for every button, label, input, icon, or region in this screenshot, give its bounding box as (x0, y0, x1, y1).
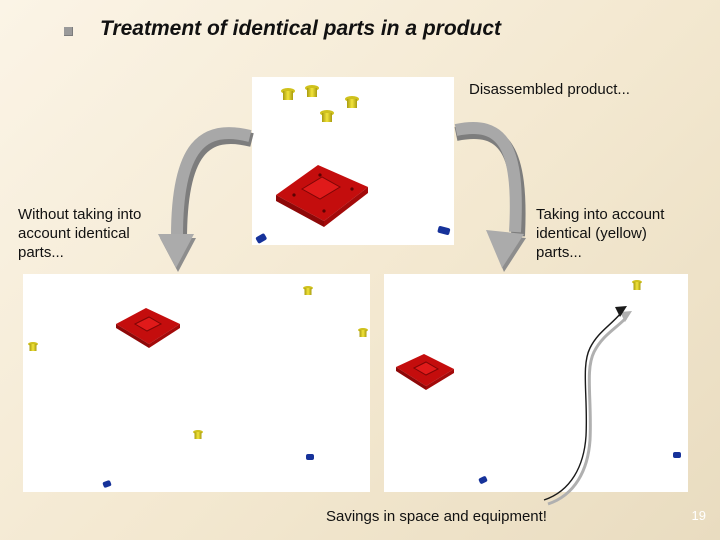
savings-caption: Savings in space and equipment! (326, 508, 547, 525)
layout-with-identical-render (396, 280, 681, 484)
square-bullet-icon (64, 27, 73, 36)
blue-part (478, 476, 488, 484)
layout-without-identical-panel (23, 274, 370, 492)
blue-part (437, 225, 451, 235)
yellow-part (28, 342, 38, 351)
caption-line: Without taking into (18, 206, 142, 223)
with-identical-caption: Taking into account identical (yellow) p… (536, 205, 664, 262)
curved-arrow-icon (158, 127, 254, 272)
layout-without-identical-render (28, 286, 368, 488)
red-plate-part (116, 308, 180, 348)
page-number: 19 (691, 508, 706, 523)
yellow-part (358, 328, 368, 337)
disassembled-product-panel (252, 77, 454, 245)
without-identical-caption: Without taking into account identical pa… (18, 205, 141, 262)
layout-with-identical-panel (384, 274, 688, 492)
yellow-part (632, 280, 642, 290)
red-plate-part (276, 165, 368, 227)
blue-part (102, 480, 112, 488)
caption-line: identical (yellow) (536, 225, 647, 242)
disassembled-caption: Disassembled product... (469, 81, 630, 98)
yellow-part (303, 286, 313, 295)
caption-line: Taking into account (536, 206, 665, 223)
blue-part (306, 454, 314, 460)
yellow-part (305, 85, 319, 97)
blue-part (255, 233, 267, 244)
caption-line: parts... (18, 244, 64, 261)
yellow-part (281, 88, 295, 100)
disassembled-product-render (255, 85, 451, 244)
curved-arrow-icon (454, 122, 526, 272)
red-plate-part (396, 354, 454, 390)
caption-line: parts... (536, 244, 582, 261)
yellow-part (193, 430, 203, 439)
slide-title: Treatment of identical parts in a produc… (100, 17, 502, 40)
yellow-part (320, 110, 334, 122)
yellow-part (345, 96, 359, 108)
blue-part (673, 452, 681, 458)
caption-line: account identical (18, 225, 130, 242)
